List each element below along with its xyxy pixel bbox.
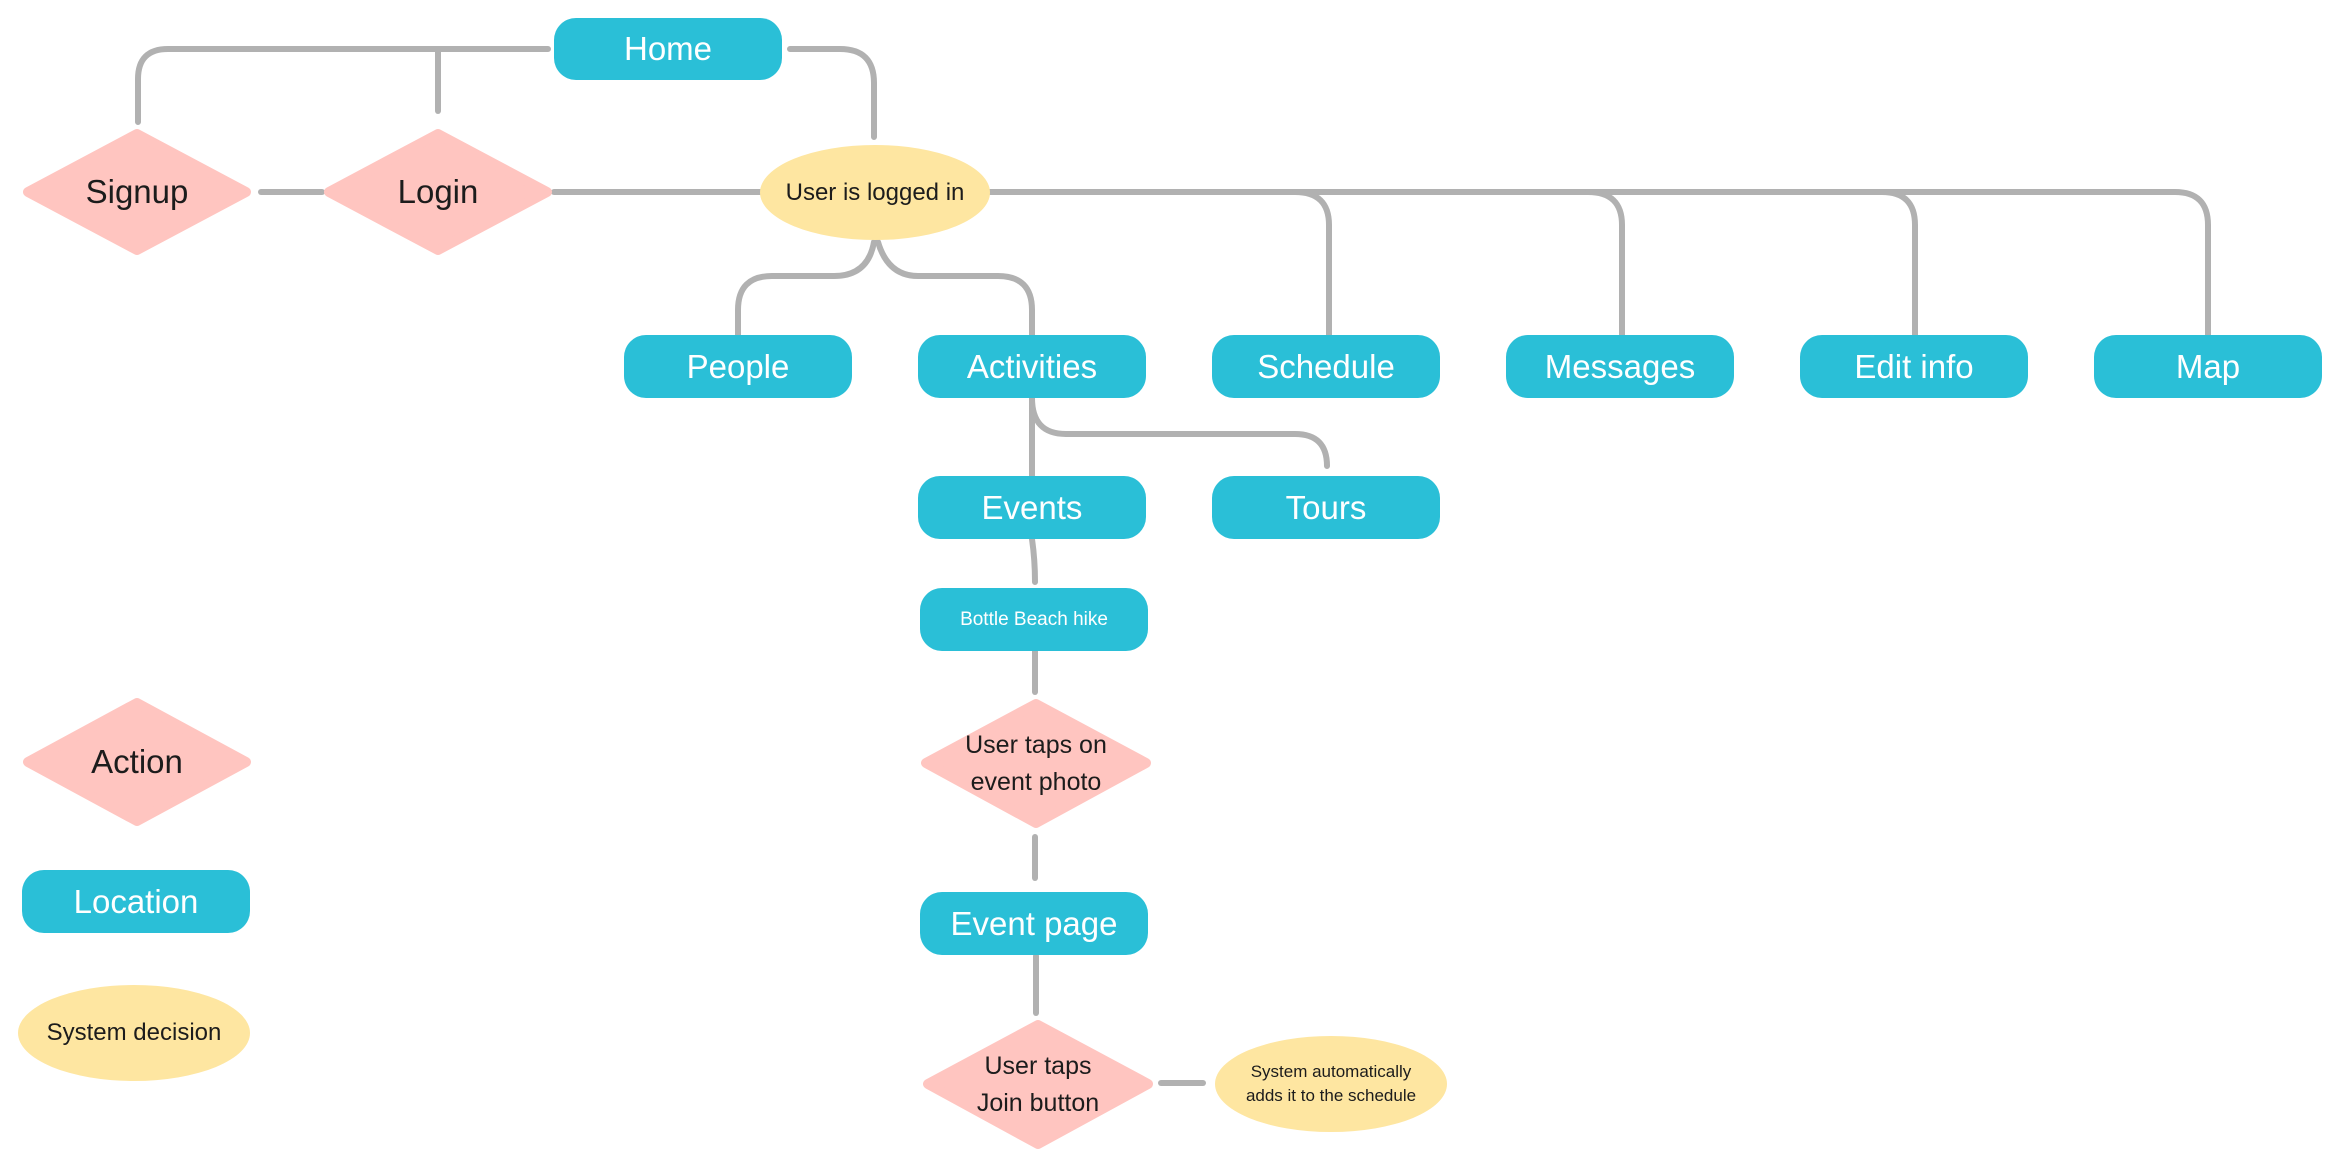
logged-in-label: User is logged in bbox=[785, 178, 965, 206]
events-label: Events bbox=[981, 488, 1083, 526]
logged-in-decision: User is logged in bbox=[760, 145, 990, 240]
connector-home-loggedin bbox=[787, 46, 877, 140]
home-location[interactable]: Home bbox=[554, 18, 782, 80]
connector-schedule bbox=[1292, 189, 1332, 338]
schedule-label: Schedule bbox=[1257, 347, 1395, 385]
login-action[interactable]: Login bbox=[323, 128, 553, 256]
edit-info-location[interactable]: Edit info bbox=[1800, 335, 2028, 398]
home-label: Home bbox=[623, 30, 713, 67]
auto-add-label: System automatically adds it to the sche… bbox=[1245, 1062, 1417, 1105]
events-location[interactable]: Events bbox=[918, 476, 1146, 539]
diamond-shape bbox=[923, 1020, 1153, 1149]
connector-home-signup bbox=[135, 46, 551, 125]
messages-location[interactable]: Messages bbox=[1506, 335, 1734, 398]
diamond-shape bbox=[23, 698, 251, 826]
taps-photo-action[interactable]: User taps on event photo bbox=[920, 698, 1152, 829]
connector-loggedin-menu bbox=[987, 189, 2211, 338]
connector-events-bottle bbox=[1029, 536, 1038, 585]
activities-label: Activities bbox=[966, 347, 1098, 385]
signup-label: Signup bbox=[85, 172, 189, 210]
activities-location[interactable]: Activities bbox=[918, 335, 1146, 398]
messages-label: Messages bbox=[1544, 347, 1696, 385]
connector-activities-tours bbox=[1029, 395, 1330, 469]
auto-add-decision: System automatically adds it to the sche… bbox=[1215, 1036, 1447, 1132]
signup-action[interactable]: Signup bbox=[22, 128, 252, 256]
taps-photo-label: User taps on event photo bbox=[965, 731, 1107, 796]
schedule-location[interactable]: Schedule bbox=[1212, 335, 1440, 398]
diamond-shape bbox=[921, 699, 1151, 828]
legend-system-decision: System decision bbox=[18, 985, 250, 1081]
connector-edit-info bbox=[1879, 189, 1918, 338]
connector-activities bbox=[875, 239, 1035, 338]
legend-location-label: Location bbox=[73, 882, 199, 920]
edit-info-label: Edit info bbox=[1854, 347, 1974, 385]
tours-label: Tours bbox=[1285, 488, 1367, 526]
legend-location: Location bbox=[22, 870, 250, 933]
event-page-location[interactable]: Event page bbox=[920, 892, 1148, 955]
tours-location[interactable]: Tours bbox=[1212, 476, 1440, 539]
map-label: Map bbox=[2175, 347, 2241, 385]
people-label: People bbox=[686, 347, 790, 385]
bottle-beach-location[interactable]: Bottle Beach hike bbox=[920, 588, 1148, 651]
legend-system-decision-label: System decision bbox=[46, 1019, 222, 1046]
event-page-label: Event page bbox=[950, 904, 1118, 942]
login-label: Login bbox=[397, 172, 479, 210]
people-location[interactable]: People bbox=[624, 335, 852, 398]
diamond-shape bbox=[23, 129, 251, 255]
taps-join-action[interactable]: User taps Join button bbox=[922, 1019, 1154, 1150]
taps-join-label: User taps Join button bbox=[976, 1052, 1100, 1117]
legend-action: Action bbox=[22, 697, 252, 827]
connector-messages bbox=[1585, 189, 1625, 338]
bottle-beach-label: Bottle Beach hike bbox=[960, 608, 1108, 630]
legend-action-label: Action bbox=[91, 742, 183, 780]
diamond-shape bbox=[324, 129, 552, 255]
map-location[interactable]: Map bbox=[2094, 335, 2322, 398]
connector-people bbox=[735, 239, 877, 338]
